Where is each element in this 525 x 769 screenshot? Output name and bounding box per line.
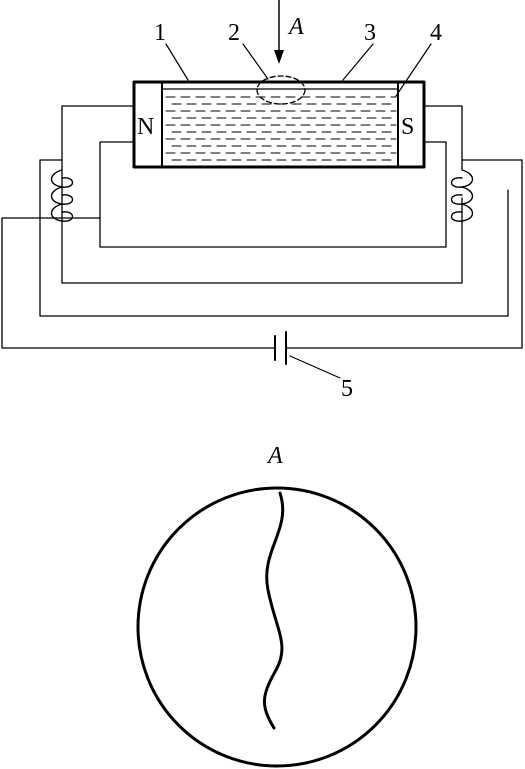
label-view-a: A [287, 14, 304, 40]
south-pole-piece [397, 81, 425, 168]
south-pole-label: S [401, 114, 414, 140]
leader-3 [342, 43, 374, 81]
right-wiring [285, 105, 523, 349]
label-detail-a: A [266, 443, 283, 469]
label-5: 5 [341, 376, 353, 402]
north-pole-piece [133, 81, 163, 168]
label-4: 4 [430, 20, 442, 46]
leader-5 [289, 355, 341, 379]
leader-1 [165, 43, 189, 81]
liquid-fill [165, 96, 397, 161]
detail-view-circle [136, 486, 418, 768]
north-pole-label: N [137, 114, 154, 140]
label-3: 3 [364, 20, 376, 46]
leader-2 [242, 43, 269, 80]
label-2: 2 [228, 20, 240, 46]
battery [274, 331, 287, 365]
filament-curve [262, 491, 285, 730]
region-a-marker [256, 75, 306, 105]
left-wiring [1, 105, 509, 349]
left-coil [50, 169, 74, 222]
label-1: 1 [154, 20, 166, 46]
view-arrow [274, 0, 284, 64]
leader-4 [395, 43, 432, 97]
right-coil [450, 169, 474, 222]
